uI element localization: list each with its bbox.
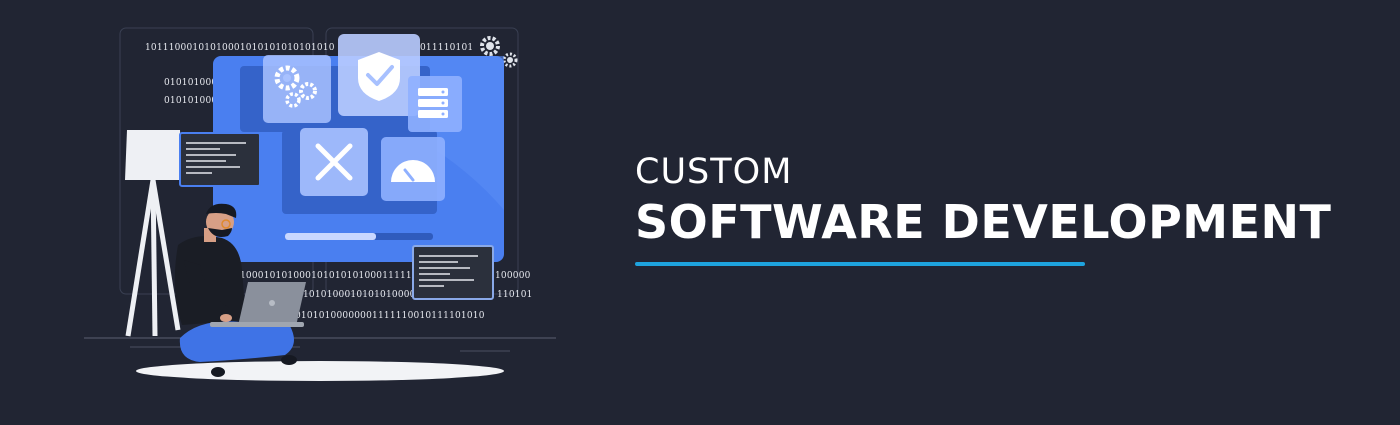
floor-lamp [125,130,182,337]
binary-bottom-1: 1000101010001010101010001111101 [240,271,424,281]
binary-left-2: 010101000 [164,96,217,106]
shield-tile [338,34,420,116]
floor-shadow [136,361,504,381]
person [174,203,306,377]
server-icon [418,88,448,118]
code-window-left [179,132,261,187]
binary-bottom-1-right: 100000 [495,271,531,281]
binary-bottom-3: 01010100000001111110010111101010 [295,311,485,321]
headline-line2: SOFTWARE DEVELOPMENT [635,195,1332,249]
tools-tile [300,128,368,196]
headline-line1: CUSTOM [635,152,793,192]
gear-icon [274,65,317,108]
shield-check-icon [358,52,400,101]
binary-bottom-2-right: 110101 [497,290,533,300]
tools-icon [315,143,353,181]
headline-underline [635,262,1085,266]
binary-bottom-2: 10101000101010100000 [303,290,422,300]
binary-top-left: 10111000101010001010101010101010 [145,43,335,53]
gauge-tile [381,137,445,201]
binary-left-1: 010101000 [164,78,217,88]
server-tile [408,76,462,132]
binary-top-right: 011110101 [420,43,473,53]
laptop-icon [210,282,306,327]
code-window-right [412,245,494,300]
gear-icon [480,36,518,68]
progress-fill [285,233,376,240]
headline: CUSTOM SOFTWARE DEVELOPMENT [635,150,1331,250]
software-dev-illustration: 10111000101010001010101010101010 0111101… [84,27,556,381]
gears-tile [263,55,331,123]
gauge-icon [391,160,435,182]
